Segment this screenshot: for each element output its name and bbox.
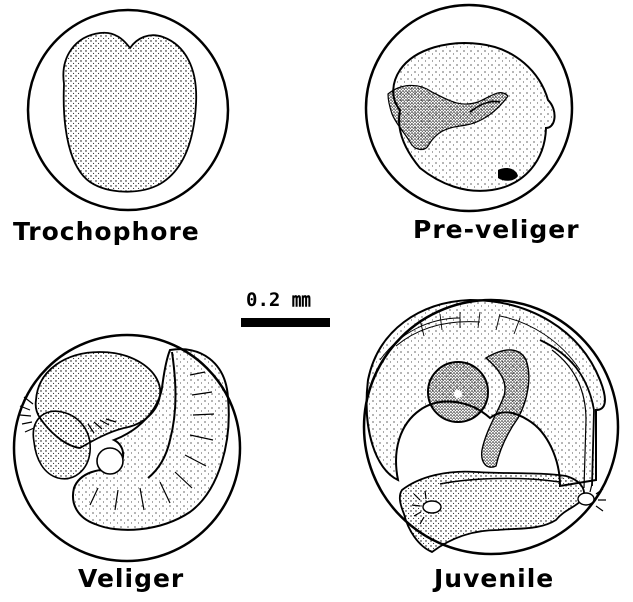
label-trochophore: Trochophore	[13, 217, 200, 246]
pre-veliger-illustration	[366, 5, 572, 211]
juvenile-eye-right	[578, 493, 594, 505]
veliger-mantle-cavity	[97, 448, 123, 474]
label-veliger: Veliger	[78, 564, 184, 593]
juvenile-operculum-highlight	[454, 390, 462, 398]
label-juvenile: Juvenile	[434, 564, 554, 593]
scale-bar-label: 0.2 ㎜	[246, 285, 311, 312]
juvenile-eye-left	[423, 501, 441, 513]
trochophore-illustration	[28, 10, 228, 210]
scale-bar	[241, 318, 330, 327]
label-pre-veliger: Pre-veliger	[413, 215, 580, 244]
veliger-illustration	[14, 335, 240, 561]
trochophore-larva-body	[63, 33, 196, 192]
juvenile-illustration	[364, 300, 618, 554]
